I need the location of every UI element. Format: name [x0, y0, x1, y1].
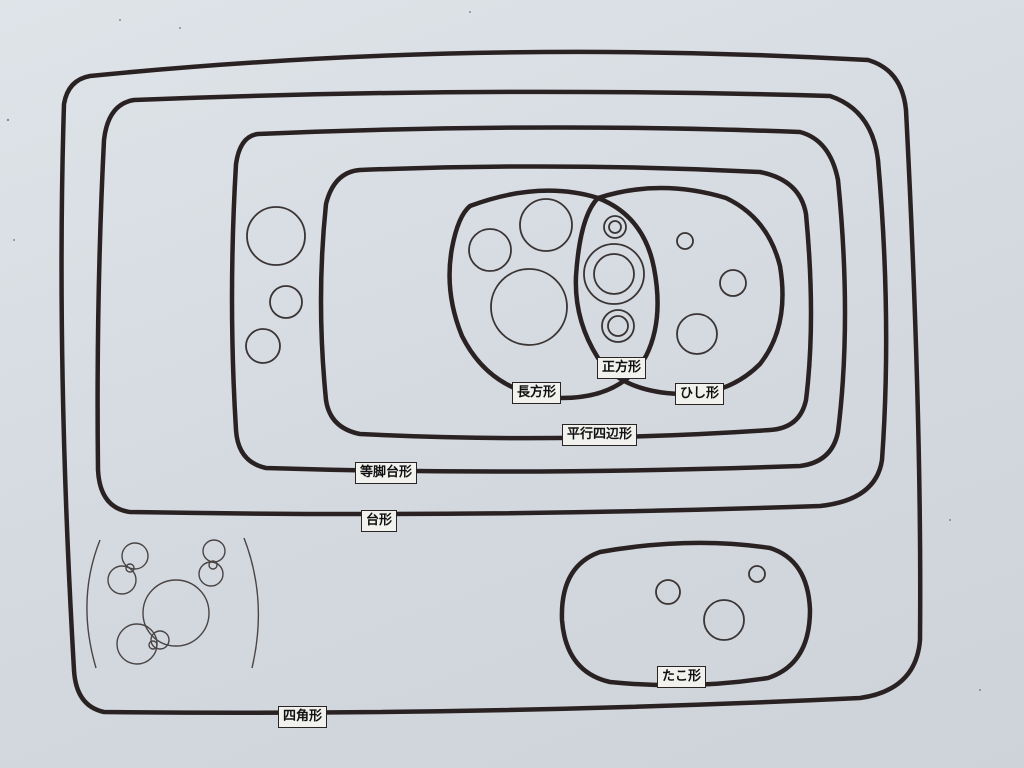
- element-circle: [607, 315, 629, 337]
- element-circle: [116, 623, 158, 665]
- element-circle: [719, 269, 747, 297]
- element-circle: [583, 243, 645, 305]
- label-shikakukei: 四角形: [278, 706, 328, 728]
- element-circle: [608, 220, 622, 234]
- element-circle: [246, 206, 306, 266]
- label-seihoukei: 正方形: [597, 357, 647, 379]
- set-boundary-shikakukei: [59, 49, 923, 715]
- label-toukyaku-daikei: 等脚台形: [355, 462, 418, 484]
- element-circle: [107, 565, 137, 595]
- element-circle: [603, 215, 627, 239]
- element-circle: [202, 539, 226, 563]
- set-boundary-heikou-shihenkei: [318, 164, 814, 441]
- element-circle: [593, 253, 635, 295]
- element-circle: [269, 285, 303, 319]
- element-circle: [198, 561, 224, 587]
- element-circle: [655, 579, 681, 605]
- element-circle: [703, 599, 745, 641]
- label-hishigata: ひし形: [675, 383, 725, 405]
- element-circle: [150, 630, 170, 650]
- element-circle: [468, 228, 512, 272]
- element-circle: [676, 232, 694, 250]
- group-bracket-right: [243, 537, 260, 669]
- set-boundary-toukyaku-daikei: [229, 125, 848, 474]
- label-heikou-shihenkei: 平行四辺形: [562, 424, 638, 446]
- element-circle: [148, 640, 158, 650]
- element-circle: [245, 328, 281, 364]
- group-bracket-left: [86, 539, 101, 669]
- element-circle: [676, 313, 718, 355]
- element-circle: [208, 560, 218, 570]
- element-circle: [125, 563, 135, 573]
- label-daikei: 台形: [361, 510, 398, 532]
- set-boundary-hishigata: [573, 185, 785, 397]
- label-choukei: 長方形: [512, 382, 562, 404]
- element-circle: [748, 565, 766, 583]
- set-boundary-takogata: [559, 540, 813, 688]
- element-circle: [490, 268, 568, 346]
- element-circle: [142, 579, 210, 647]
- element-circle: [121, 542, 149, 570]
- set-boundary-daikei: [95, 89, 889, 517]
- element-circle: [519, 198, 573, 252]
- paper-specks: [6, 11, 981, 691]
- element-circle: [601, 309, 635, 343]
- label-takogata: たこ形: [657, 666, 707, 688]
